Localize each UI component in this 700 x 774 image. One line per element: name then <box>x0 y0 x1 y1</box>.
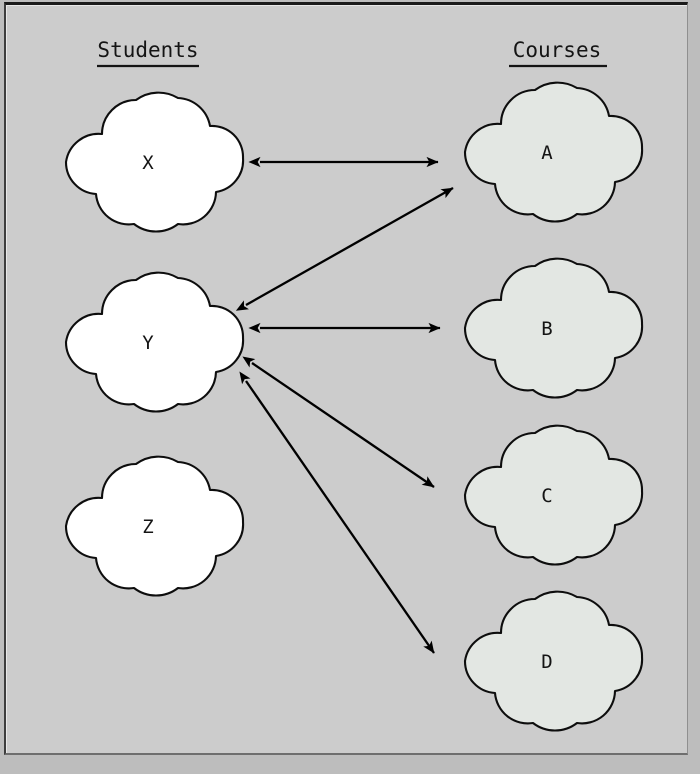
node-Z[interactable]: Z <box>64 455 245 597</box>
cloud-shape-y <box>64 271 245 413</box>
edge-y-d[interactable] <box>239 371 435 654</box>
cloud-shape-z <box>64 455 245 597</box>
node-label-y: Y <box>142 332 154 354</box>
column-header-courses: Courses <box>509 38 607 68</box>
courses-header-label: Courses <box>513 38 602 62</box>
node-label-c: C <box>541 485 552 507</box>
cloud-shape-x <box>64 91 245 233</box>
node-C[interactable]: C <box>463 424 644 566</box>
edge-y-a[interactable] <box>235 186 454 311</box>
node-label-x: X <box>142 152 154 174</box>
column-header-students: Students <box>97 38 199 68</box>
cloud-shape-b <box>463 257 644 399</box>
cloud-shape-a <box>463 81 644 223</box>
cloud-shape-c <box>463 424 644 566</box>
node-D[interactable]: D <box>463 590 644 732</box>
relationship-diagram: Students Courses X Y <box>64 38 644 732</box>
node-label-a: A <box>541 142 553 164</box>
cloud-shape-d <box>463 590 644 732</box>
node-A[interactable]: A <box>463 81 644 223</box>
diagram-panel: Students Courses X Y <box>4 2 688 755</box>
node-label-d: D <box>541 651 552 673</box>
node-Y[interactable]: Y <box>64 271 245 413</box>
node-label-b: B <box>541 318 552 340</box>
node-X[interactable]: X <box>64 91 245 233</box>
edge-y-c[interactable] <box>242 356 435 488</box>
students-header-label: Students <box>97 38 198 62</box>
edge-layer <box>235 156 454 654</box>
node-label-z: Z <box>142 516 153 538</box>
node-B[interactable]: B <box>463 257 644 399</box>
